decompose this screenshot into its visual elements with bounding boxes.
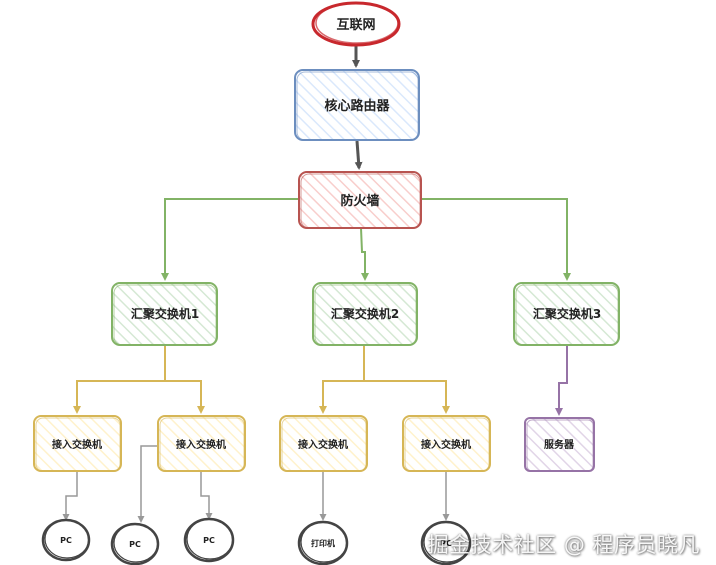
edge-agg-switch-1-access-switch-1 [73,345,166,414]
node-server[interactable]: 服务器 [524,417,595,472]
node-access-switch-4[interactable]: 接入交换机 [402,415,491,472]
node-agg-switch-3[interactable]: 汇聚交换机3 [513,282,620,346]
edge-firewall-agg-switch-2 [360,227,369,281]
printer-label: 打印机 [311,538,335,548]
node-pc-4[interactable]: PC [420,520,472,565]
edge-agg-switch-2-access-switch-3 [319,345,365,414]
node-pc-3[interactable]: PC [183,517,235,563]
access-switch-1-label: 接入交换机 [52,438,102,451]
edge-access-switch-2-pc-3 [200,471,213,520]
agg-switch-1-label: 汇聚交换机1 [131,306,199,321]
edge-access-switch-1-pc-1 [62,471,78,521]
edge-agg-switch-3-server [555,345,568,416]
node-core-router[interactable]: 核心路由器 [294,69,420,141]
access-switch-4-label: 接入交换机 [421,438,471,451]
node-printer[interactable]: 打印机 [297,520,349,565]
watermark: 掘金技术社区 @ 程序员晓凡 [427,533,700,557]
edge-agg-switch-1-access-switch-2 [165,380,205,414]
node-internet[interactable]: 互联网 [311,1,401,47]
internet-label: 互联网 [336,18,375,33]
server-label: 服务器 [544,438,575,451]
node-access-switch-3[interactable]: 接入交换机 [279,415,368,472]
node-access-switch-2[interactable]: 接入交换机 [157,415,246,472]
agg-switch-3-label: 汇聚交换机3 [533,306,601,321]
edge-core-router-firewall [354,140,363,170]
pc-3-label: PC [203,536,215,545]
access-switch-3-label: 接入交换机 [298,438,348,451]
edge-firewall-agg-switch-3 [421,198,571,281]
agg-switch-2-label: 汇聚交换机2 [331,306,399,321]
node-access-switch-1[interactable]: 接入交换机 [33,415,122,472]
firewall-label: 防火墙 [340,193,379,209]
access-switch-2-label: 接入交换机 [176,438,226,451]
node-firewall[interactable]: 防火墙 [298,171,422,229]
pc-1-label: PC [60,536,72,545]
node-agg-switch-2[interactable]: 汇聚交换机2 [312,282,418,346]
pc-4-label: PC [440,539,452,548]
edge-agg-switch-2-access-switch-4 [364,380,450,414]
edge-access-switch-2-pc-2 [137,445,158,523]
edge-firewall-agg-switch-1 [161,198,299,281]
core-router-label: 核心路由器 [324,98,390,114]
node-pc-1[interactable]: PC [41,518,91,562]
pc-2-label: PC [129,540,141,549]
node-pc-2[interactable]: PC [110,522,160,565]
node-agg-switch-1[interactable]: 汇聚交换机1 [111,282,218,346]
edges [62,45,571,523]
